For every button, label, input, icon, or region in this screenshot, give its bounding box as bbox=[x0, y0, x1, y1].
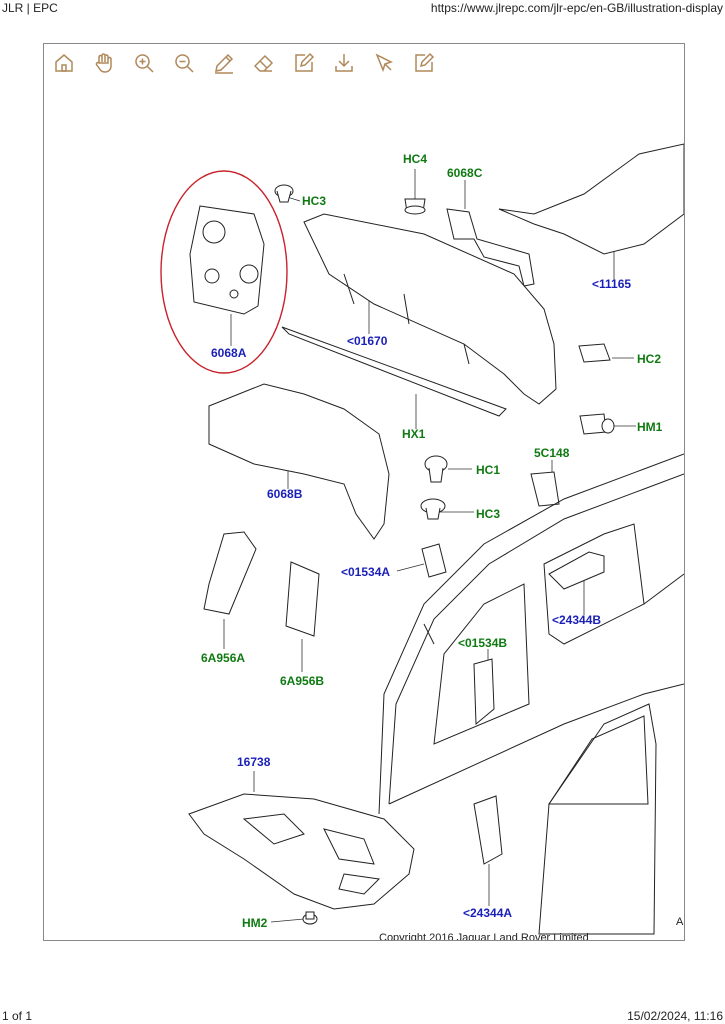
edit-box-icon[interactable] bbox=[289, 48, 319, 78]
part-01670 bbox=[303, 213, 557, 405]
page-url: https://www.jlrepc.com/jlr-epc/en-GB/ill… bbox=[430, 1, 723, 15]
edge-mark: A bbox=[676, 916, 684, 928]
callout-01534b[interactable]: <01534B bbox=[458, 636, 508, 650]
callout-hm2[interactable]: HM2 bbox=[242, 916, 268, 930]
part-HX1 bbox=[281, 326, 507, 417]
part-HC3-top bbox=[274, 184, 294, 203]
part-01534A bbox=[421, 543, 447, 578]
part-HC3-lower bbox=[420, 498, 446, 520]
callout-6068c[interactable]: 6068C bbox=[447, 166, 483, 180]
callout-hc2[interactable]: HC2 bbox=[637, 352, 662, 366]
part-6A956A bbox=[203, 531, 257, 615]
callout-hc3-lower[interactable]: HC3 bbox=[476, 507, 501, 521]
callout-hc3-top[interactable]: HC3 bbox=[302, 194, 327, 208]
cursor-icon[interactable] bbox=[369, 48, 399, 78]
callout-hc4[interactable]: HC4 bbox=[403, 152, 428, 166]
callout-24344b[interactable]: <24344B bbox=[552, 613, 602, 627]
leader-lines bbox=[223, 169, 636, 923]
download-icon[interactable] bbox=[329, 48, 359, 78]
note-icon[interactable] bbox=[409, 48, 439, 78]
part-rear-door bbox=[538, 703, 657, 935]
part-HC2 bbox=[578, 343, 611, 363]
part-6A956B bbox=[285, 561, 320, 637]
copyright-text: Copyright 2016 Jaguar Land Rover Limited bbox=[379, 932, 589, 941]
part-24344A bbox=[473, 795, 503, 865]
callout-6068b[interactable]: 6068B bbox=[267, 487, 303, 501]
callout-24344a[interactable]: <24344A bbox=[463, 906, 513, 920]
hand-pan-icon[interactable] bbox=[89, 48, 119, 78]
part-HC4 bbox=[404, 198, 426, 215]
pencil-icon[interactable] bbox=[209, 48, 239, 78]
callout-5c148[interactable]: 5C148 bbox=[534, 446, 570, 460]
print-timestamp: 15/02/2024, 11:16 bbox=[627, 1009, 723, 1023]
callout-hx1[interactable]: HX1 bbox=[402, 427, 426, 441]
illustration-frame: HC4 6068C HC3 <11165 6068A <01670 HC2 HX… bbox=[43, 43, 685, 941]
callout-6a956a[interactable]: 6A956A bbox=[201, 651, 246, 665]
part-HM1 bbox=[579, 413, 615, 435]
home-icon[interactable] bbox=[49, 48, 79, 78]
part-24344B bbox=[548, 551, 605, 590]
page-count: 1 of 1 bbox=[2, 1009, 33, 1023]
part-16738 bbox=[188, 793, 415, 910]
part-6068A bbox=[189, 205, 265, 315]
parts-illustration bbox=[160, 143, 684, 935]
callout-11165[interactable]: <11165 bbox=[592, 277, 632, 291]
callout-01534a[interactable]: <01534A bbox=[341, 565, 391, 579]
callout-hc1[interactable]: HC1 bbox=[476, 463, 501, 477]
eraser-icon[interactable] bbox=[249, 48, 279, 78]
zoom-out-icon[interactable] bbox=[169, 48, 199, 78]
part-HM2 bbox=[302, 911, 318, 925]
part-5C148 bbox=[530, 471, 560, 507]
browser-title: JLR | EPC bbox=[2, 1, 58, 15]
callout-01670[interactable]: <01670 bbox=[347, 334, 388, 348]
callout-hm1[interactable]: HM1 bbox=[637, 420, 663, 434]
part-HC1 bbox=[424, 455, 448, 483]
part-01534B bbox=[473, 658, 495, 726]
part-11165 bbox=[498, 143, 684, 255]
part-body-side bbox=[378, 453, 684, 815]
callout-16738[interactable]: 16738 bbox=[237, 755, 271, 769]
part-6068B bbox=[208, 383, 390, 540]
callout-6068a[interactable]: 6068A bbox=[211, 346, 247, 360]
highlight-ring bbox=[160, 170, 288, 374]
callout-6a956b[interactable]: 6A956B bbox=[280, 674, 325, 688]
zoom-in-icon[interactable] bbox=[129, 48, 159, 78]
